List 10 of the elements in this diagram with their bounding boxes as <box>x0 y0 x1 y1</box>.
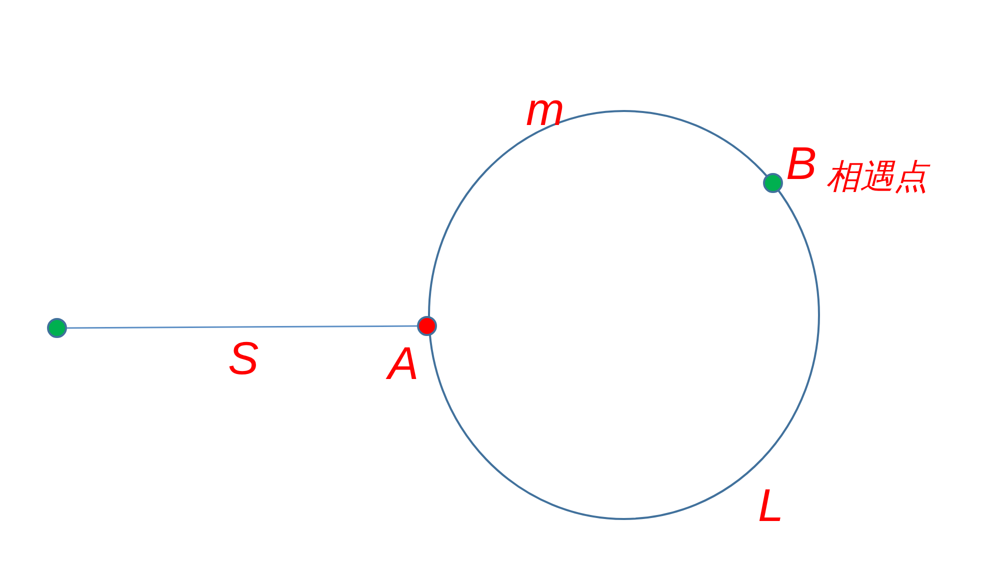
curve-label: m <box>526 86 564 132</box>
point-label: A <box>388 340 419 386</box>
edge-label: S <box>228 335 259 381</box>
line-segment <box>67 325 417 329</box>
point-dot <box>47 318 67 338</box>
point-dot <box>763 173 783 193</box>
curve-label: L <box>758 482 784 528</box>
point-label: 相遇点 <box>826 160 928 194</box>
point-dot <box>417 316 437 336</box>
point-label: B <box>786 140 817 186</box>
